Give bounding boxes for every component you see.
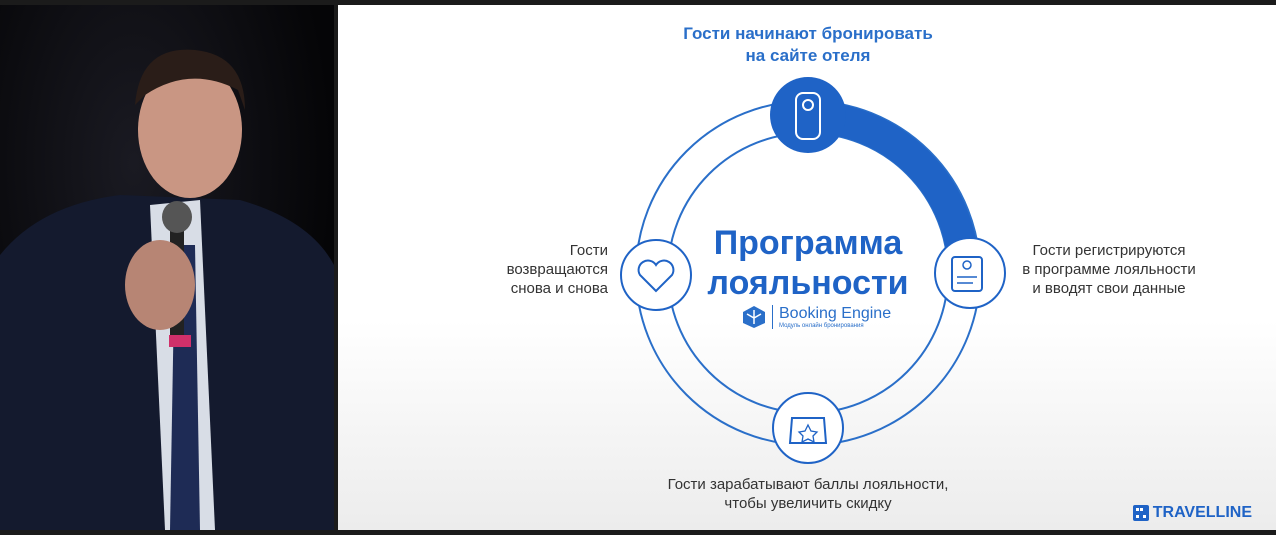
caption-line: и вводят свои данные — [1032, 280, 1186, 297]
wallet-star-icon — [772, 392, 844, 464]
speaker-silhouette — [0, 49, 334, 530]
door-hanger-icon — [770, 77, 846, 153]
registration-form-icon — [934, 237, 1006, 309]
booking-engine-logo: Booking Engine Модуль онлайн бронировани… — [742, 305, 891, 329]
heart-icon — [620, 239, 692, 311]
title-line: лояльности — [707, 264, 909, 302]
speaker-video — [0, 5, 334, 530]
top-caption: Гости начинают бронировать на сайте отеля — [638, 23, 978, 67]
bottom-caption: Гости зарабатывают баллы лояльности, чтоб… — [638, 475, 978, 513]
travelline-mark-icon — [1132, 505, 1149, 521]
caption-line: на сайте отеля — [745, 46, 871, 65]
caption-line: Гости начинают бронировать — [683, 24, 933, 43]
caption-line: Гости регистрируются — [1032, 242, 1186, 259]
left-caption: Гости возвращаются снова и снова — [478, 241, 608, 298]
brand-name: TRAVELLINE — [1152, 504, 1252, 521]
cube-logo-icon — [743, 306, 765, 328]
caption-line: в программе лояльности — [1022, 261, 1196, 278]
travelline-logo: TRAVELLINE — [1132, 504, 1252, 522]
product-subtitle: Модуль онлайн бронирования — [779, 323, 864, 329]
caption-line: снова и снова — [510, 280, 608, 297]
caption-line: возвращаются — [506, 261, 608, 278]
caption-line: Гости — [569, 242, 608, 259]
loyalty-cycle-diagram — [620, 77, 1006, 464]
caption-line: чтобы увеличить скидку — [724, 495, 892, 512]
product-name: Booking Engine — [779, 305, 892, 322]
caption-line: Гости зарабатывают баллы лояльности, — [667, 476, 949, 493]
progress-arc — [808, 101, 977, 250]
right-caption: Гости регистрируются в программе лояльнос… — [1014, 241, 1204, 298]
presentation-slide: Гости начинают бронировать на сайте отеля… — [338, 5, 1276, 530]
title-line: Программа — [713, 224, 903, 262]
